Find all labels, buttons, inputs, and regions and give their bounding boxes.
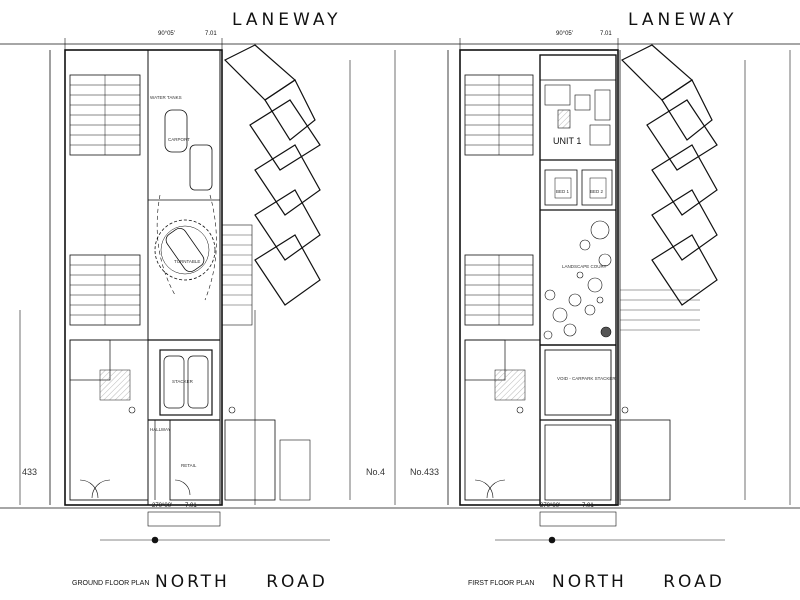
first-void-label: VOID - CARPARK STACKER bbox=[557, 376, 616, 381]
ground-top-angle: 90°05' bbox=[158, 31, 175, 37]
first-laneway-label: LANEWAY bbox=[628, 10, 738, 30]
ground-turntable-label: TURNTABLE bbox=[174, 259, 201, 264]
ground-car-top bbox=[164, 109, 188, 153]
ground-floor-caption: GROUND FLOOR PLAN bbox=[72, 580, 150, 587]
first-bed-2 bbox=[581, 169, 613, 206]
ground-stacker bbox=[159, 349, 213, 416]
first-bottom-angle: 270°00' bbox=[540, 503, 561, 509]
first-neighbour-parking bbox=[620, 44, 718, 306]
first-unit-column bbox=[539, 54, 617, 506]
first-unit-label: UNIT 1 bbox=[553, 136, 582, 146]
ground-neighbour-number: 433 bbox=[22, 467, 38, 477]
first-void-stacker bbox=[544, 349, 612, 416]
ground-laneway-label: LANEWAY bbox=[232, 10, 342, 30]
ground-north-road-label: NORTH ROAD bbox=[155, 572, 328, 592]
ground-stacker-label: STACKER bbox=[172, 379, 193, 384]
ground-neighbour-parking bbox=[223, 44, 321, 306]
ground-hallway-label: HALLWAY bbox=[150, 427, 171, 432]
first-top-dimension: 7.01 bbox=[600, 31, 612, 37]
ground-turntable bbox=[154, 219, 216, 281]
ground-top-dimension: 7.01 bbox=[205, 31, 217, 37]
ground-retail bbox=[169, 419, 221, 501]
ground-carport-label: CARPORT bbox=[168, 137, 190, 142]
ground-neighbour-number-right: No.4 bbox=[366, 467, 386, 477]
first-north-road-label: NORTH ROAD bbox=[552, 572, 725, 592]
ground-floor-plan bbox=[0, 38, 400, 541]
first-floor-caption: FIRST FLOOR PLAN bbox=[468, 580, 535, 587]
first-landscape-label: LANDSCAPE COURT bbox=[562, 264, 607, 269]
ground-bottom-angle: 270°00' bbox=[152, 503, 173, 509]
first-bed-1 bbox=[544, 169, 578, 206]
first-landscape-court bbox=[543, 220, 612, 340]
first-bottom-dimension: 7.01 bbox=[582, 503, 594, 509]
ground-left-tenancy bbox=[69, 339, 149, 501]
ground-bottom-dimension: 7.01 bbox=[185, 503, 197, 509]
ground-driveway bbox=[147, 49, 221, 506]
ground-site-boundary bbox=[64, 49, 223, 506]
first-site-boundary bbox=[459, 49, 619, 506]
ground-retail-label: RETAIL bbox=[181, 463, 197, 468]
first-neighbour-number: No.433 bbox=[410, 467, 440, 477]
first-bed-2-label: BED 2 bbox=[590, 189, 604, 194]
first-floor-plan bbox=[400, 38, 800, 541]
first-top-angle: 90°05' bbox=[556, 31, 573, 37]
ground-water-tank-label: WATER TANKS bbox=[150, 95, 182, 100]
first-bed-1-label: BED 1 bbox=[556, 189, 570, 194]
